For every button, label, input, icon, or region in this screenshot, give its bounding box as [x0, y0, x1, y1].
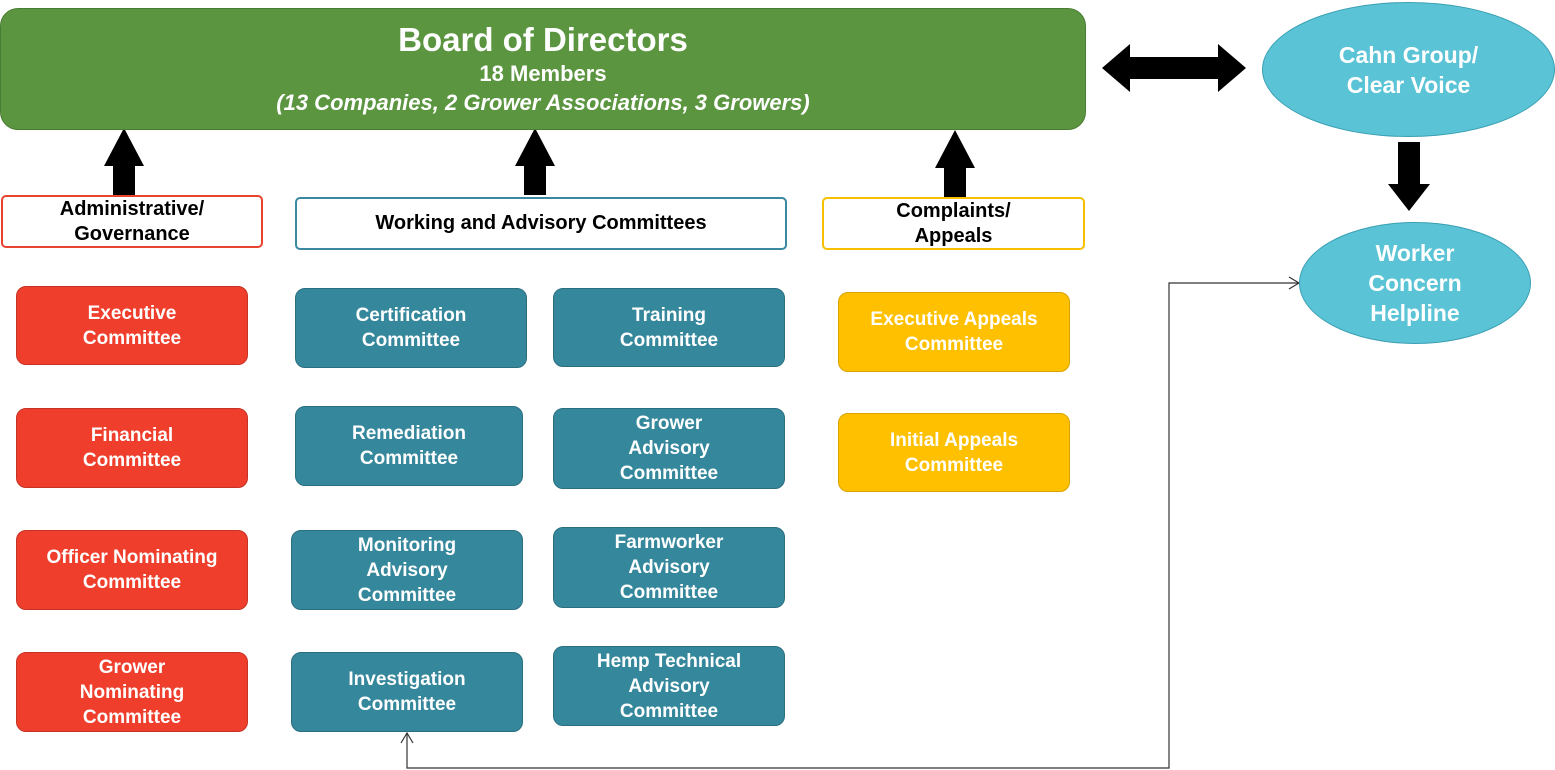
- connector-arrowhead-investigation: [400, 731, 414, 744]
- farmworker-advisory-committee: Farmworker Advisory Committee: [553, 527, 785, 608]
- header-administrative-governance: Administrative/ Governance: [1, 195, 263, 248]
- hemp-technical-advisory-committee: Hemp Technical Advisory Committee: [553, 646, 785, 726]
- helpline-investigation-connector: [406, 282, 1299, 769]
- grower-nominating-committee: Grower Nominating Committee: [16, 652, 248, 732]
- initial-appeals-committee: Initial Appeals Committee: [838, 413, 1070, 492]
- monitoring-advisory-committee: Monitoring Advisory Committee: [291, 530, 523, 610]
- board-title: Board of Directors: [398, 21, 688, 58]
- remediation-committee: Remediation Committee: [295, 406, 523, 486]
- committee-label: Initial Appeals Committee: [889, 429, 1019, 476]
- committee-label: Hemp Technical Advisory Committee: [596, 650, 742, 722]
- investigation-committee: Investigation Committee: [291, 652, 523, 732]
- certification-committee: Certification Committee: [295, 288, 527, 368]
- header-working-label: Working and Advisory Committees: [375, 212, 707, 234]
- executive-committee: Executive Committee: [16, 286, 248, 365]
- committee-label: Investigation Committee: [348, 669, 466, 715]
- committee-label: Remediation Committee: [351, 423, 467, 469]
- header-admin-label: Administrative/ Governance: [59, 197, 205, 245]
- executive-appeals-committee: Executive Appeals Committee: [838, 292, 1070, 372]
- board-of-directors: Board of Directors 18 Members (13 Compan…: [0, 8, 1086, 130]
- committee-label: Farmworker Advisory Committee: [614, 532, 724, 603]
- up-arrow-working: [515, 128, 555, 195]
- committee-label: Officer Nominating Committee: [46, 547, 218, 593]
- committee-label: Certification Committee: [355, 305, 467, 351]
- helpline-label: Worker Concern Helpline: [1368, 240, 1462, 326]
- header-complaints-appeals: Complaints/ Appeals: [822, 197, 1085, 250]
- worker-concern-helpline: Worker Concern Helpline: [1299, 222, 1531, 344]
- board-composition: (13 Companies, 2 Grower Associations, 3 …: [276, 90, 810, 115]
- down-arrow-helpline: [1388, 142, 1430, 211]
- board-members: 18 Members: [479, 61, 607, 86]
- committee-label: Executive Committee: [82, 302, 182, 349]
- committee-label: Grower Nominating Committee: [79, 656, 185, 728]
- up-arrow-complaints: [935, 130, 975, 197]
- committee-label: Monitoring Advisory Committee: [357, 534, 457, 606]
- committee-label: Executive Appeals Committee: [870, 309, 1038, 355]
- committee-label: Grower Advisory Committee: [619, 413, 719, 484]
- committee-label: Training Committee: [619, 304, 719, 351]
- cahn-group-clear-voice: Cahn Group/ Clear Voice: [1262, 2, 1555, 137]
- header-complaints-label: Complaints/ Appeals: [896, 199, 1011, 247]
- grower-advisory-committee: Grower Advisory Committee: [553, 408, 785, 489]
- financial-committee: Financial Committee: [16, 408, 248, 488]
- training-committee: Training Committee: [553, 288, 785, 367]
- cahn-label: Cahn Group/ Clear Voice: [1338, 41, 1479, 98]
- committee-label: Financial Committee: [82, 425, 182, 471]
- double-arrow: [1102, 44, 1246, 92]
- up-arrow-admin: [104, 128, 144, 195]
- header-working-advisory: Working and Advisory Committees: [295, 197, 787, 250]
- officer-nominating-committee: Officer Nominating Committee: [16, 530, 248, 610]
